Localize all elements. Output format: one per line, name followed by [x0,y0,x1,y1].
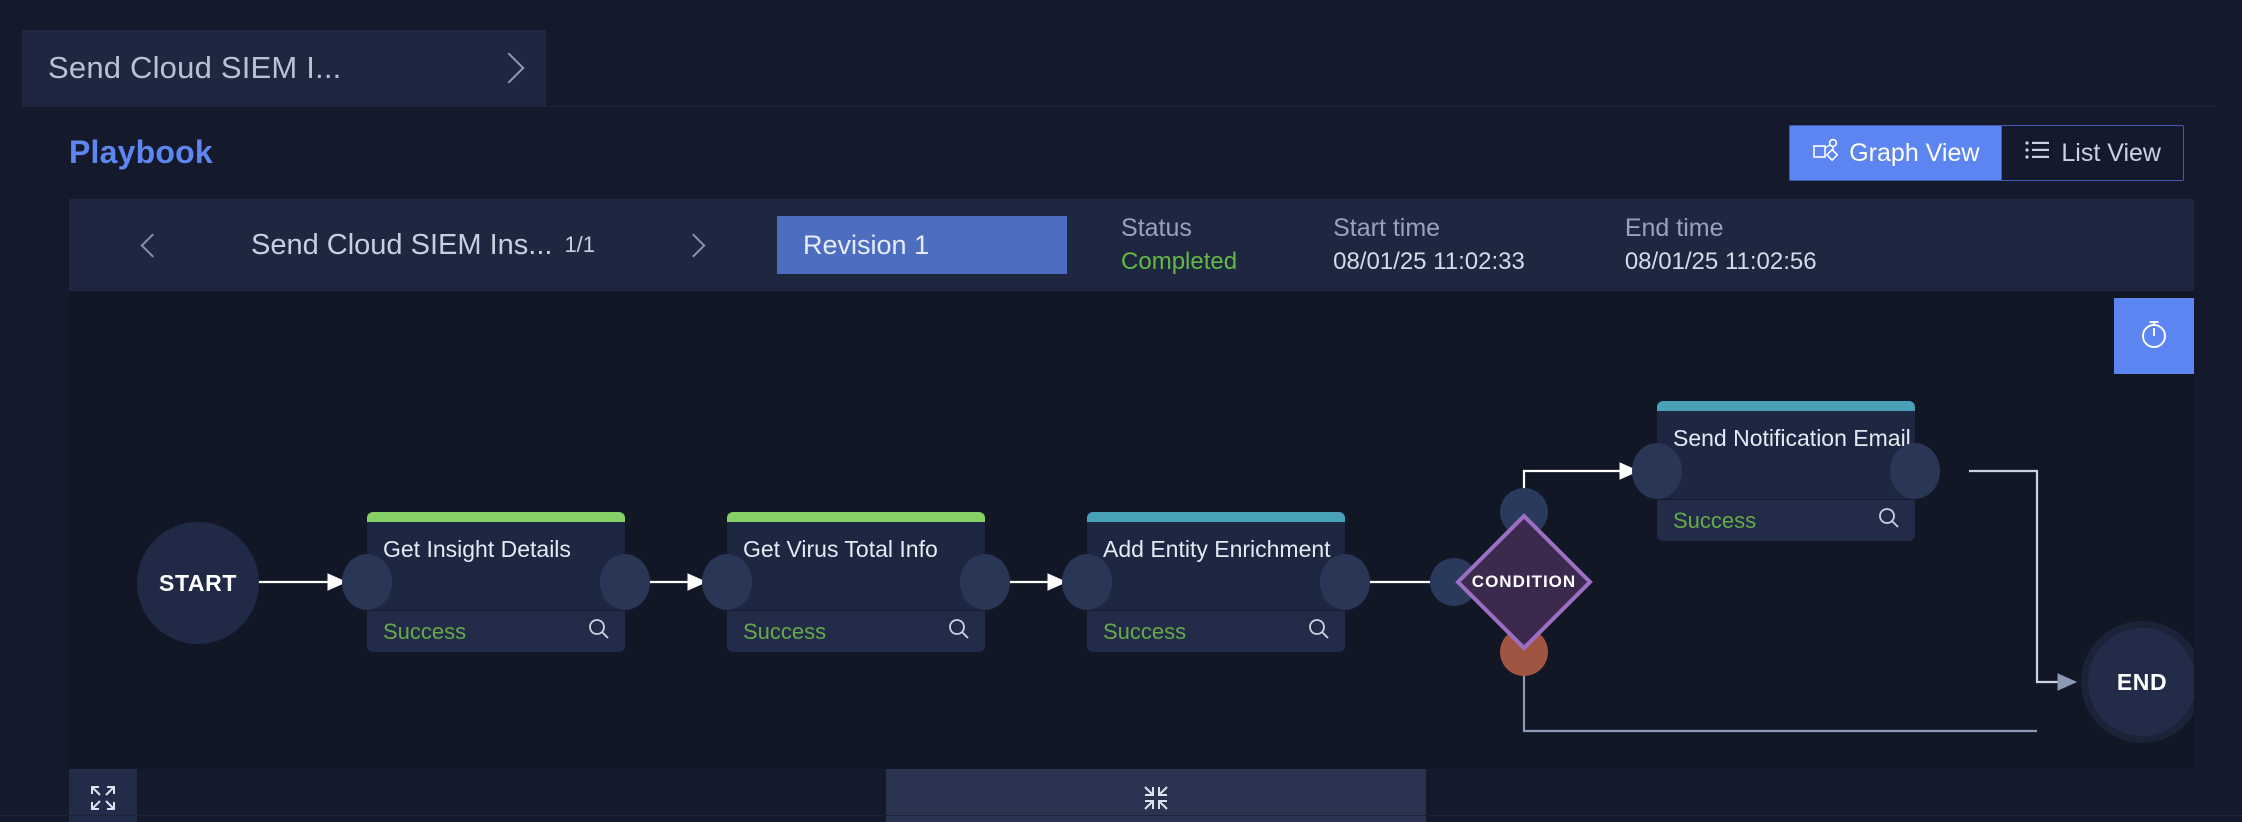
chevron-right-icon [681,232,706,258]
node-status: Success [1103,618,1187,644]
breadcrumb-tab[interactable]: Send Cloud SIEM I... [22,30,546,106]
graph-view-icon [1812,138,1839,169]
node-status: Success [1673,507,1757,533]
node-title: Get Insight Details [383,536,571,562]
search-icon[interactable] [947,617,971,646]
end-node[interactable]: END [2066,621,2194,743]
search-icon[interactable] [1877,506,1901,535]
node-output-port [600,554,650,610]
tab-list-view-label: List View [2061,138,2161,167]
node-input-port [1062,554,1112,610]
chevron-right-icon [493,52,525,84]
status-value: Completed [1121,248,1238,275]
status-label: Status [1121,214,1192,242]
node-title: Add Entity Enrichment [1103,536,1331,562]
node-get-insight-details[interactable]: Get Insight Details Success [342,512,650,652]
node-footer: Success [1657,499,1915,541]
end-time-label: End time [1624,214,1724,242]
next-playbook-button[interactable] [667,199,725,291]
tab-list-view[interactable]: List View [2001,126,2183,180]
revision-bar: Send Cloud SIEM Ins... 1/1 Revision 1 St… [69,199,2194,291]
node-send-notification-email[interactable]: Send Notification Email Success [1632,401,1940,541]
node-title: Get Virus Total Info [743,536,938,562]
page-title: Playbook [69,134,213,170]
expand-fullscreen-button[interactable] [69,769,137,822]
node-input-port [702,554,752,610]
end-time-value: 08/01/25 11:02:56 [1624,248,1817,275]
node-output-port [1890,443,1940,499]
node-status: Success [383,618,467,644]
timer-button[interactable] [2114,298,2194,374]
node-accent-bar [367,512,625,522]
node-get-virus-total-info[interactable]: Get Virus Total Info Success [702,512,1010,652]
node-footer: Success [367,610,625,652]
list-view-icon [2024,139,2050,168]
expand-fullscreen-icon [89,784,117,817]
playbook-name: Send Cloud SIEM Ins... [251,228,553,261]
chevron-left-icon [140,232,165,258]
playbook-panel: Playbook Graph View [22,106,2220,822]
panel-header: Playbook Graph View [22,107,2220,193]
search-icon[interactable] [587,617,611,646]
breadcrumb-tab-label: Send Cloud SIEM I... [48,50,342,85]
search-icon[interactable] [1307,617,1331,646]
revision-chip[interactable]: Revision 1 [777,216,1068,274]
playbook-page-count: 1/1 [564,232,596,257]
start-node-label: START [159,569,237,596]
view-toggle-group: Graph View List View [1789,125,2184,181]
end-node-label: END [2116,668,2168,695]
start-time-field: Start time 08/01/25 11:02:33 [1333,214,1525,276]
node-title: Send Notification Email [1673,425,1911,451]
node-condition[interactable]: CONDITION [1430,488,1596,676]
node-input-port [1632,443,1682,499]
collapse-icon [1142,784,1170,817]
node-input-port [342,554,392,610]
end-time-field: End time 08/01/25 11:02:56 [1625,214,1817,276]
start-time-label: Start time [1333,214,1441,242]
bottom-divider [0,815,2242,816]
node-footer: Success [727,610,985,652]
prev-playbook-button[interactable] [121,199,179,291]
status-field: Status Completed [1121,214,1237,276]
node-footer: Success [1087,610,1345,652]
playbook-graph-canvas[interactable]: START Get Insight Details Success [69,291,2194,769]
node-add-entity-enrichment[interactable]: Add Entity Enrichment Success [1062,512,1370,652]
tab-graph-view[interactable]: Graph View [1790,126,2002,180]
tab-graph-view-label: Graph View [1849,138,1980,167]
node-output-port [960,554,1010,610]
start-node[interactable]: START [137,522,277,644]
collapse-panel-button[interactable] [886,769,1426,822]
node-status: Success [743,618,827,644]
start-time-value: 08/01/25 11:02:33 [1333,248,1525,275]
node-accent-bar [1657,401,1915,411]
node-accent-bar [1087,512,1345,522]
stopwatch-icon [2137,317,2171,356]
node-output-port [1320,554,1370,610]
condition-diamond [1455,513,1593,651]
node-accent-bar [727,512,985,522]
